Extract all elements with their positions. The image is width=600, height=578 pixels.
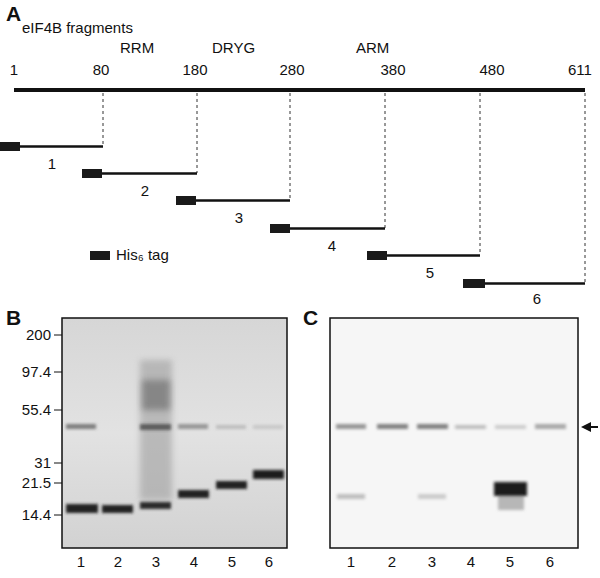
lane-number: 2	[388, 554, 396, 571]
residue-number: 80	[93, 62, 110, 79]
lane-number: 5	[506, 554, 514, 571]
lane-number: 3	[152, 554, 160, 571]
fragment-number: 4	[328, 238, 336, 255]
residue-number: 280	[279, 62, 304, 79]
domain-name: ARM	[356, 40, 389, 57]
lane-number: 2	[114, 554, 122, 571]
lane-number: 1	[347, 554, 355, 571]
fragment-number: 6	[533, 291, 541, 308]
lane-number: 6	[546, 554, 554, 571]
marker-size: 200	[26, 327, 51, 344]
fragment-number: 1	[48, 156, 56, 173]
lane-number: 3	[428, 554, 436, 571]
residue-number: 380	[380, 62, 405, 79]
marker-size: 97.4	[22, 364, 51, 381]
lane-number: 1	[77, 554, 85, 571]
marker-size: 14.4	[22, 507, 51, 524]
panel-letter: C	[303, 306, 318, 329]
fragment-number: 3	[235, 210, 243, 227]
residue-number: 611	[568, 62, 592, 79]
lane-number: 5	[228, 554, 236, 571]
panel-subtitle: eIF4B fragments	[22, 20, 133, 37]
fragments	[0, 142, 585, 288]
boundary-lines	[103, 93, 585, 283]
fragment-number: 2	[141, 183, 149, 200]
residue-number: 180	[182, 62, 207, 79]
blot-c	[330, 318, 598, 548]
gel-b	[54, 318, 287, 548]
residue-number: 1	[10, 62, 18, 79]
lane-number: 6	[265, 554, 273, 571]
marker-size: 21.5	[22, 475, 51, 492]
legend-text: His₆ tag	[116, 247, 169, 264]
domain-name: DRYG	[212, 40, 255, 57]
marker-size: 31	[34, 455, 51, 472]
panel-letter: B	[6, 306, 21, 329]
domain-name: RRM	[120, 40, 154, 57]
fragment-number: 5	[426, 265, 434, 282]
protein-line	[14, 90, 585, 91]
residue-number: 480	[479, 62, 504, 79]
lane-number: 4	[467, 554, 475, 571]
legend-swatch	[90, 251, 110, 260]
marker-size: 55.4	[22, 402, 51, 419]
lane-number: 4	[190, 554, 198, 571]
panel-letter: A	[6, 2, 21, 25]
